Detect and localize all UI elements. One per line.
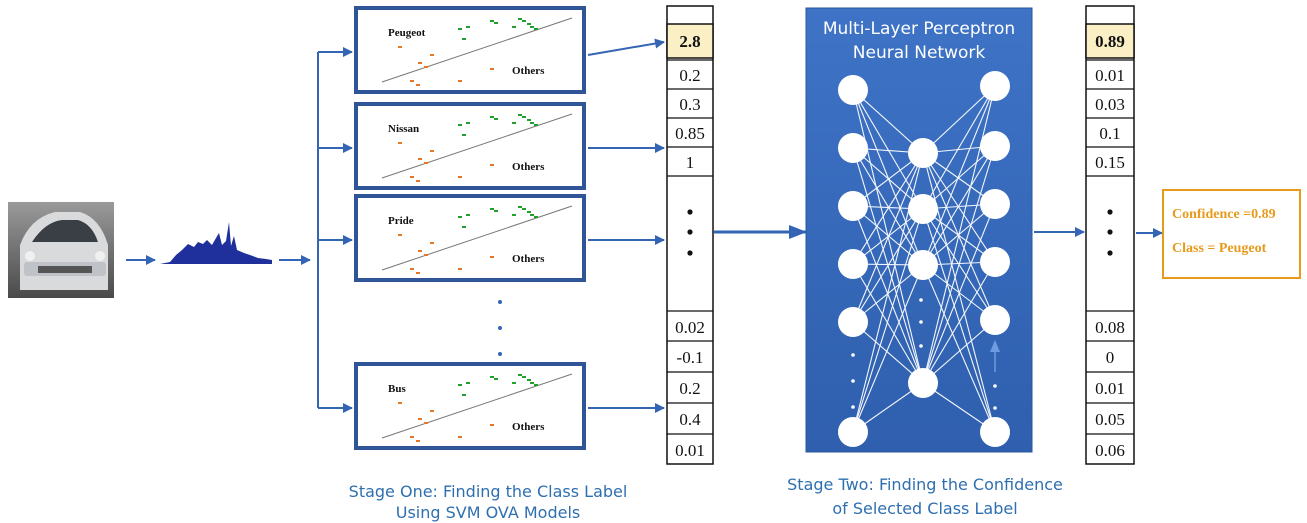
score-cell: 0.01 bbox=[1095, 379, 1125, 398]
score-cell: 0.15 bbox=[1095, 153, 1125, 172]
score-cell: 0.2 bbox=[679, 66, 700, 85]
neuron-node bbox=[838, 417, 868, 447]
ellipsis-dot bbox=[687, 229, 693, 235]
neuron-node bbox=[980, 417, 1010, 447]
score-cell: 0 bbox=[1106, 348, 1115, 367]
svm-to-score-arrows bbox=[587, 38, 665, 413]
score-cell: 0.01 bbox=[675, 441, 705, 460]
svm-class-label: Pride bbox=[388, 215, 414, 227]
score-cell-highlight bbox=[666, 23, 714, 59]
mlp-output-column: 0.89 0.01 0.03 0.1 0.15 0.08 0 0.01 0.05 0.06 bbox=[1085, 5, 1135, 465]
score-cell: 0.1 bbox=[1099, 124, 1120, 143]
neuron-node bbox=[908, 368, 938, 398]
ellipsis-dot bbox=[687, 209, 693, 215]
ellipsis-dot bbox=[1107, 229, 1113, 235]
neuron-node bbox=[838, 307, 868, 337]
score-cell: 0.89 bbox=[1095, 32, 1125, 51]
neuron-node bbox=[980, 305, 1010, 335]
score-cell: -0.1 bbox=[677, 348, 704, 367]
car-image bbox=[8, 202, 114, 298]
ellipsis-dot bbox=[687, 250, 693, 256]
score-cell: 0.01 bbox=[1095, 66, 1125, 85]
score-cell: 0.85 bbox=[675, 124, 705, 143]
svm-score-column: 2.8 0.2 0.3 0.85 1 0.02 -0.1 0.2 0.4 0.01 bbox=[666, 5, 714, 465]
stage-one-caption-line1: Stage One: Finding the Class Label bbox=[349, 482, 628, 501]
result-class: Class = Peugeot bbox=[1172, 241, 1267, 256]
score-cell: 0.05 bbox=[1095, 410, 1125, 429]
ellipsis-dot bbox=[1107, 209, 1113, 215]
score-cell: 0.4 bbox=[679, 410, 701, 429]
result-box: Confidence =0.89 Class = Peugeot bbox=[1162, 189, 1301, 279]
score-cell: 1 bbox=[686, 153, 695, 172]
score-cell: 0.2 bbox=[679, 379, 700, 398]
svm-ellipsis-dots bbox=[498, 300, 502, 356]
svm-class-label: Bus bbox=[388, 383, 406, 395]
neuron-node bbox=[908, 194, 938, 224]
neuron-node bbox=[980, 71, 1010, 101]
neuron-node bbox=[838, 249, 868, 279]
neuron-node bbox=[908, 250, 938, 280]
mlp-up-arrow-icon bbox=[990, 340, 1000, 352]
neuron-node bbox=[838, 133, 868, 163]
mlp-title-line2: Neural Network bbox=[853, 43, 986, 63]
mlp-ellipsis-dots bbox=[851, 298, 997, 410]
neuron-node bbox=[838, 75, 868, 105]
branch-arrows bbox=[317, 47, 353, 413]
neuron-node bbox=[838, 191, 868, 221]
neuron-node bbox=[980, 247, 1010, 277]
mlp-title-line1: Multi-Layer Perceptron bbox=[823, 19, 1015, 39]
svm-others-label: Others bbox=[512, 421, 545, 433]
svm-others-label: Others bbox=[512, 65, 545, 77]
neuron-node bbox=[908, 138, 938, 168]
result-confidence: Confidence =0.89 bbox=[1172, 207, 1276, 222]
svm-class-label: Nissan bbox=[388, 123, 419, 135]
histogram-icon bbox=[160, 222, 272, 264]
stage-two-caption-line1: Stage Two: Finding the Confidence bbox=[787, 475, 1063, 494]
score-cell-highlight bbox=[1085, 23, 1135, 59]
score-cell: 0.02 bbox=[675, 318, 705, 337]
score-cell: 0.03 bbox=[1095, 95, 1125, 114]
score-cell: 0.06 bbox=[1095, 441, 1125, 460]
stage-two-caption-line2: of Selected Class Label bbox=[832, 499, 1017, 518]
svm-others-label: Others bbox=[512, 161, 545, 173]
score-cell: 0.3 bbox=[679, 95, 700, 114]
mlp-network: Multi-Layer Perceptron Neural Network bbox=[805, 7, 1033, 453]
neuron-node bbox=[980, 189, 1010, 219]
neuron-node bbox=[980, 131, 1010, 161]
stage-one-caption-line2: Using SVM OVA Models bbox=[396, 503, 581, 522]
ellipsis-dot bbox=[1107, 250, 1113, 256]
score-cell: 2.8 bbox=[679, 32, 700, 51]
svm-others-label: Others bbox=[512, 253, 545, 265]
score-cell: 0.08 bbox=[1095, 318, 1125, 337]
svm-class-label: Peugeot bbox=[388, 27, 426, 39]
